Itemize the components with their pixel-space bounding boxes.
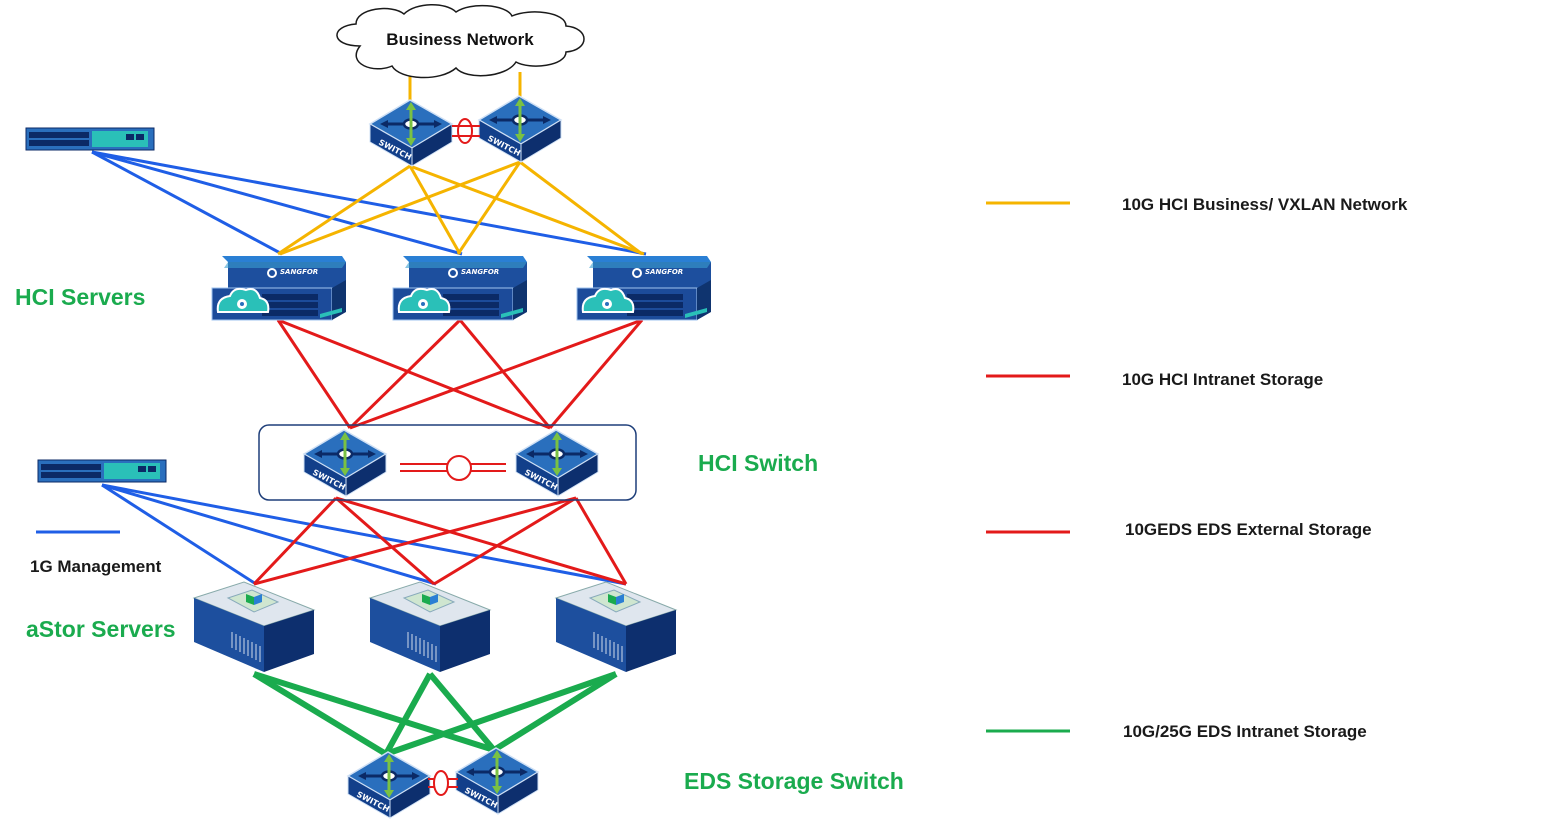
astor-server-1	[193, 581, 315, 673]
hci-switch-left: SWITCH	[302, 428, 388, 498]
hci-intranet-storage-links	[276, 318, 644, 430]
legend-label: 10GEDS EDS External Storage	[1125, 520, 1372, 539]
legend-label: 10G/25G EDS Intranet Storage	[1123, 722, 1367, 741]
legend-label: 10G HCI Intranet Storage	[1122, 370, 1323, 389]
section-label-astor-servers: aStor Servers	[26, 616, 176, 642]
astor-server-2	[369, 581, 491, 673]
brand-label: SANGFOR	[461, 268, 499, 276]
brand-label: SANGFOR	[280, 268, 318, 276]
core-switch-right: SWITCH	[477, 94, 563, 164]
hci-server-1: SANGFOR	[211, 255, 347, 321]
hci-server-3: SANGFOR	[576, 255, 712, 321]
eds-switch-stack-link	[428, 770, 458, 796]
legend-item-eds-intranet: 10G/25G EDS Intranet Storage	[986, 722, 1367, 741]
eds-switch-left: SWITCH	[346, 750, 432, 819]
brand-label: SANGFOR	[645, 268, 683, 276]
hci-switch-right: SWITCH	[514, 428, 600, 498]
section-label-hci-servers: HCI Servers	[15, 284, 145, 310]
legend: 10G HCI Business/ VXLAN Network 10G HCI …	[986, 195, 1408, 741]
management-switch-bottom	[37, 459, 167, 483]
legend-label: 10G HCI Business/ VXLAN Network	[1122, 195, 1408, 214]
management-switch-top	[25, 127, 155, 151]
eds-switch-right: SWITCH	[454, 746, 540, 816]
hci-server-2: SANGFOR	[392, 255, 528, 321]
legend-item-eds-external: 10GEDS EDS External Storage	[986, 520, 1372, 539]
astor-server-3	[555, 581, 677, 673]
core-switch-stack-link	[452, 118, 480, 144]
legend-item-hci-intranet: 10G HCI Intranet Storage	[986, 370, 1323, 389]
hci-switch-stack-link	[400, 455, 506, 481]
hci-switch-group-frame	[258, 424, 637, 501]
business-links	[277, 160, 645, 256]
business-network-cloud: Business Network	[336, 4, 585, 79]
section-label-hci-switch: HCI Switch	[698, 450, 818, 476]
management-legend-label: 1G Management	[30, 557, 162, 576]
cloud-label: Business Network	[386, 30, 534, 49]
management-links	[91, 150, 647, 586]
core-switch-left: SWITCH	[368, 98, 454, 168]
eds-external-storage-links	[252, 496, 628, 586]
section-label-eds-storage-switch: EDS Storage Switch	[684, 768, 904, 794]
legend-item-business: 10G HCI Business/ VXLAN Network	[986, 195, 1408, 214]
eds-intranet-storage-links	[252, 671, 618, 757]
